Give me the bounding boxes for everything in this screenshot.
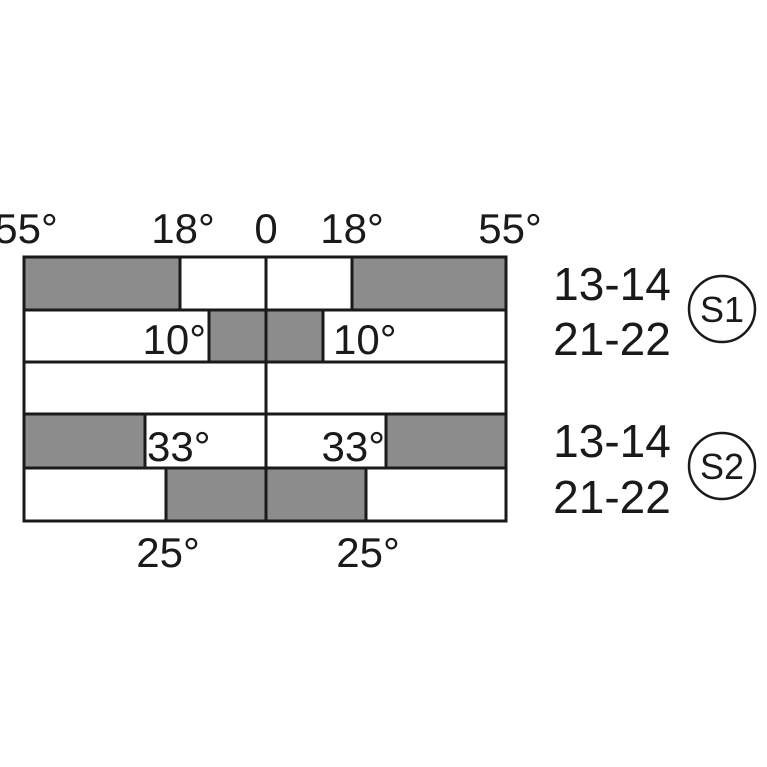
row4-label-left: 33° [147, 423, 211, 470]
top-label-right-inner: 18° [320, 205, 384, 252]
bottom-label-right: 25° [336, 529, 400, 576]
top-label-left-outer: 55° [0, 205, 58, 252]
row4-label-right: 33° [321, 423, 385, 470]
top-label-left-inner: 18° [151, 205, 215, 252]
s1-contact-a: 13-14 [553, 258, 671, 310]
s1-switch-label: S1 [700, 289, 744, 330]
row2-label-left: 10° [142, 316, 206, 363]
diagram-grid [22, 255, 508, 523]
s2-contact-b: 21-22 [553, 471, 671, 523]
s1-contact-b: 21-22 [553, 313, 671, 365]
top-label-right-outer: 55° [478, 205, 542, 252]
top-label-center: 0 [254, 205, 277, 252]
closed-segment-row-4 [384, 412, 508, 470]
closed-segment-row-1 [350, 255, 508, 312]
switch-group-s2: 13-14 21-22 S2 [553, 415, 757, 523]
closed-segment-row-1 [22, 255, 182, 312]
switch-group-s1: 13-14 21-22 S1 [553, 258, 757, 365]
s2-switch-label: S2 [700, 446, 744, 487]
s1-circle [687, 274, 757, 344]
closed-segment-row-4 [22, 412, 147, 470]
s2-circle [687, 431, 757, 501]
s2-contact-a: 13-14 [553, 415, 671, 467]
bottom-label-left: 25° [136, 529, 200, 576]
row2-label-right: 10° [333, 316, 397, 363]
